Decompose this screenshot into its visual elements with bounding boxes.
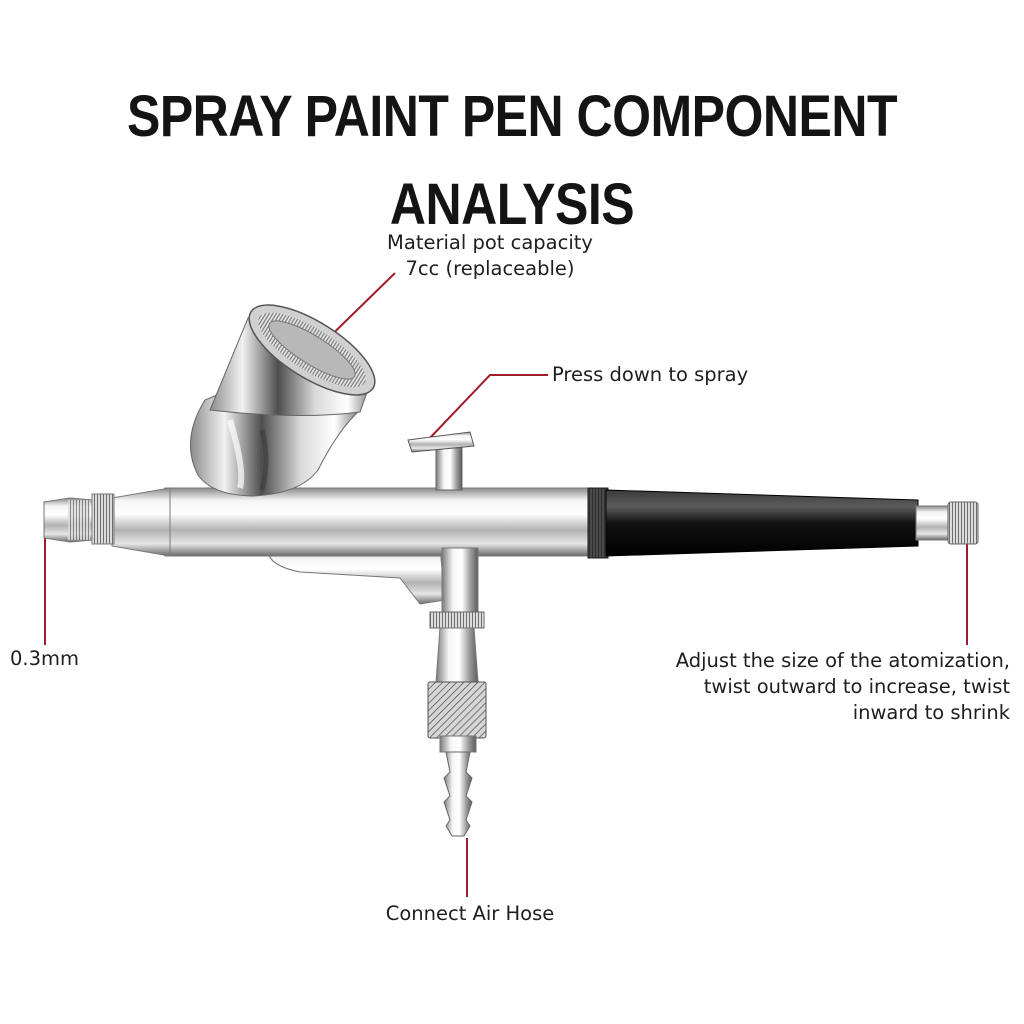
nozzle-ribs [68,500,90,540]
callout-material-pot: Material pot capacity 7cc (replaceable) [340,230,640,282]
callout-atomization: Adjust the size of the atomization, twis… [676,648,1010,726]
callout-nozzle-size: 0.3mm [10,647,80,670]
rear-collar [915,505,951,541]
front-taper [111,487,171,557]
barbed-hose-fitting [443,751,473,837]
leader-lines [44,272,968,897]
callout-material-pot-line-2: 7cc (replaceable) [405,257,575,280]
callout-material-pot-line-1: Material pot capacity [387,231,593,254]
callout-air-hose: Connect Air Hose [385,902,555,925]
trigger-button [407,431,475,491]
callout-trigger: Press down to spray [552,363,749,386]
rear-handle [605,489,919,557]
rear-adjust-knob [947,501,979,545]
page-title: SPRAY PAINT PEN COMPONENT ANALYSIS [126,83,898,237]
airbrush-illustration [43,304,979,837]
main-barrel [157,487,591,557]
air-channel [267,547,446,605]
callout-atomization-line-2: twist outward to increase, twist [703,675,1010,698]
leader-line-trigger [427,374,548,441]
callout-atomization-line-1: Adjust the size of the atomization, [675,649,1010,672]
callout-atomization-line-3: inward to shrink [852,701,1010,724]
paint-cup [189,304,376,497]
air-inlet [427,547,487,837]
front-knurled-ring [91,493,115,545]
knurled-hose-nut [427,681,487,739]
